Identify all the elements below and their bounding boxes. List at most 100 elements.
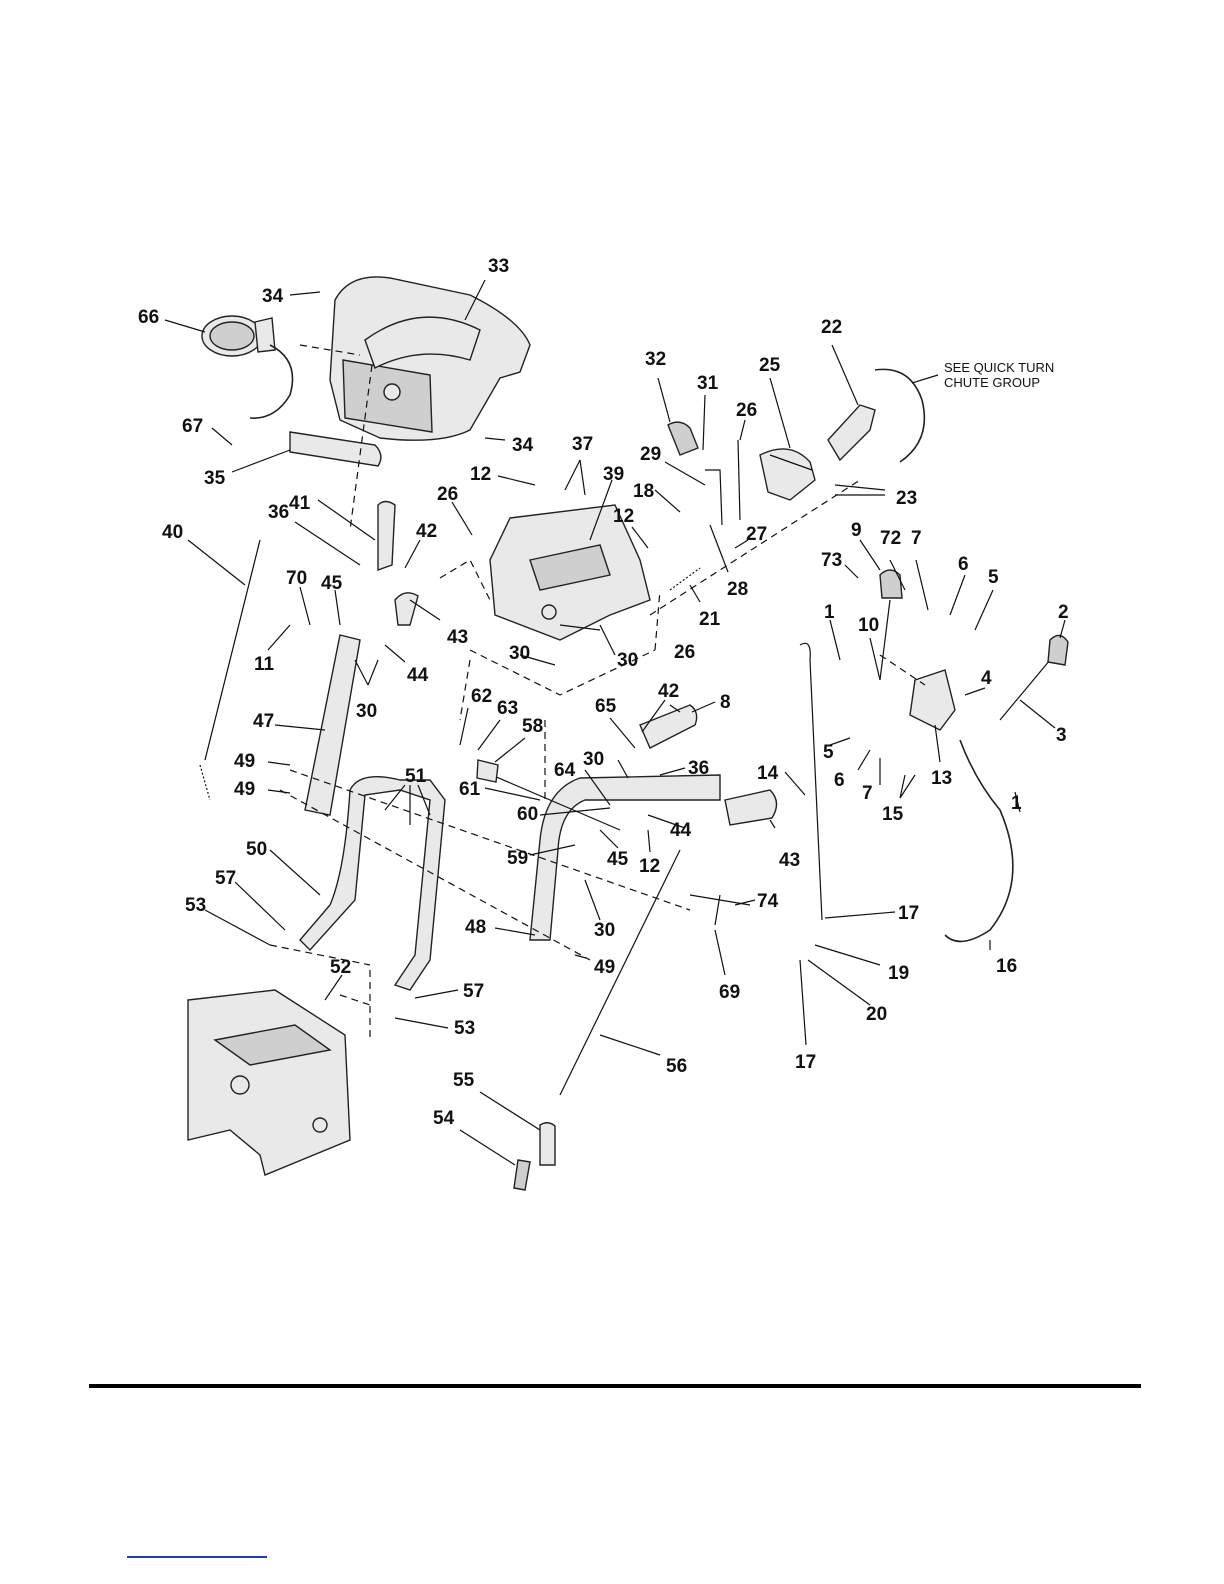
callout: 45 (607, 849, 629, 870)
callout: 14 (757, 763, 779, 784)
callout: 36 (268, 502, 289, 523)
callout: 4 (981, 668, 992, 689)
callout: 5 (823, 742, 834, 763)
callout: 15 (882, 804, 904, 825)
callout: 33 (488, 256, 509, 277)
callout: 47 (253, 711, 274, 732)
callout: 43 (447, 627, 468, 648)
callout: 50 (246, 839, 267, 860)
callout: 1 (824, 602, 835, 623)
callout: 37 (572, 434, 593, 455)
footer-link-underline[interactable] (127, 1556, 267, 1558)
callout: 67 (182, 416, 203, 437)
callout: 58 (522, 716, 543, 737)
callout: 39 (603, 464, 624, 485)
callout: 42 (658, 681, 679, 702)
lever-knob-9 (880, 570, 902, 598)
rod-tip (514, 1160, 530, 1190)
note-line-2: CHUTE GROUP (944, 375, 1040, 390)
gear-plate (760, 449, 815, 500)
callout: 49 (234, 751, 255, 772)
callout: 35 (204, 468, 226, 489)
callout: 53 (454, 1018, 475, 1039)
callout: 29 (640, 444, 661, 465)
callout: 7 (862, 783, 873, 804)
callout: 26 (437, 484, 458, 505)
callout: 30 (509, 643, 530, 664)
callout: 73 (821, 550, 842, 571)
callout: 19 (888, 963, 909, 984)
callout: 59 (507, 848, 528, 869)
upper-grip (640, 705, 697, 748)
callout: 30 (594, 920, 615, 941)
rod-sleeve (540, 1123, 555, 1165)
callout: 5 (988, 567, 999, 588)
callout: 65 (595, 696, 617, 717)
callout: 11 (254, 654, 275, 675)
callout: 30 (583, 749, 604, 770)
callout: 48 (465, 917, 486, 938)
left-handle-grip (378, 502, 395, 571)
callout: 43 (779, 850, 800, 871)
callout: 72 (880, 528, 901, 549)
note-line-1: SEE QUICK TURN (944, 360, 1054, 375)
callout: 44 (670, 820, 692, 841)
callout: 49 (594, 957, 615, 978)
callout: 12 (613, 506, 634, 527)
callout: 44 (407, 665, 429, 686)
shift-bracket (910, 670, 955, 730)
chassis-base (188, 990, 350, 1175)
callout: 10 (858, 615, 879, 636)
callout: 70 (286, 568, 307, 589)
callout: 49 (234, 779, 255, 800)
callout: 54 (433, 1108, 455, 1129)
callout: 57 (215, 868, 236, 889)
right-grip (725, 790, 777, 825)
callout: 57 (463, 981, 484, 1002)
callout: 16 (996, 956, 1017, 977)
callout: 12 (639, 856, 660, 877)
callout: 30 (356, 701, 377, 722)
callout: 56 (666, 1056, 687, 1077)
callout: 26 (736, 400, 757, 421)
callout: 17 (795, 1052, 816, 1073)
callout: 30 (617, 650, 638, 671)
callout: 13 (931, 768, 952, 789)
callout: 12 (470, 464, 491, 485)
callout: 63 (497, 698, 518, 719)
callout: 52 (330, 957, 351, 978)
callout: 34 (512, 435, 534, 456)
chute-lever (828, 405, 875, 460)
callout: 34 (262, 286, 284, 307)
callout: 32 (645, 349, 666, 370)
callout: 28 (727, 579, 748, 600)
callout: 18 (633, 481, 654, 502)
callout: 26 (674, 642, 695, 663)
shift-knob (668, 422, 698, 455)
callout: 42 (416, 521, 437, 542)
page-rule (89, 1384, 1141, 1388)
callout: 3 (1056, 725, 1067, 746)
callout: 36 (688, 758, 709, 779)
left-handle-grip-lower (395, 593, 418, 625)
callout: 23 (896, 488, 917, 509)
headlight (202, 316, 293, 418)
callout: 61 (459, 779, 481, 800)
callout: 25 (759, 355, 781, 376)
callout: 6 (958, 554, 969, 575)
lever-knob (1048, 635, 1068, 665)
callout: 1 (1011, 793, 1022, 814)
callout: 27 (746, 524, 767, 545)
console-insert (290, 432, 381, 466)
callout: 55 (453, 1070, 475, 1091)
callout: 9 (851, 520, 862, 541)
callout: 60 (517, 804, 538, 825)
callout: 21 (699, 609, 721, 630)
callout: 51 (405, 766, 427, 787)
callout: 40 (162, 522, 183, 543)
callout: 62 (471, 686, 492, 707)
callout: 66 (138, 307, 159, 328)
callout: 6 (834, 770, 845, 791)
console-housing (330, 277, 530, 440)
